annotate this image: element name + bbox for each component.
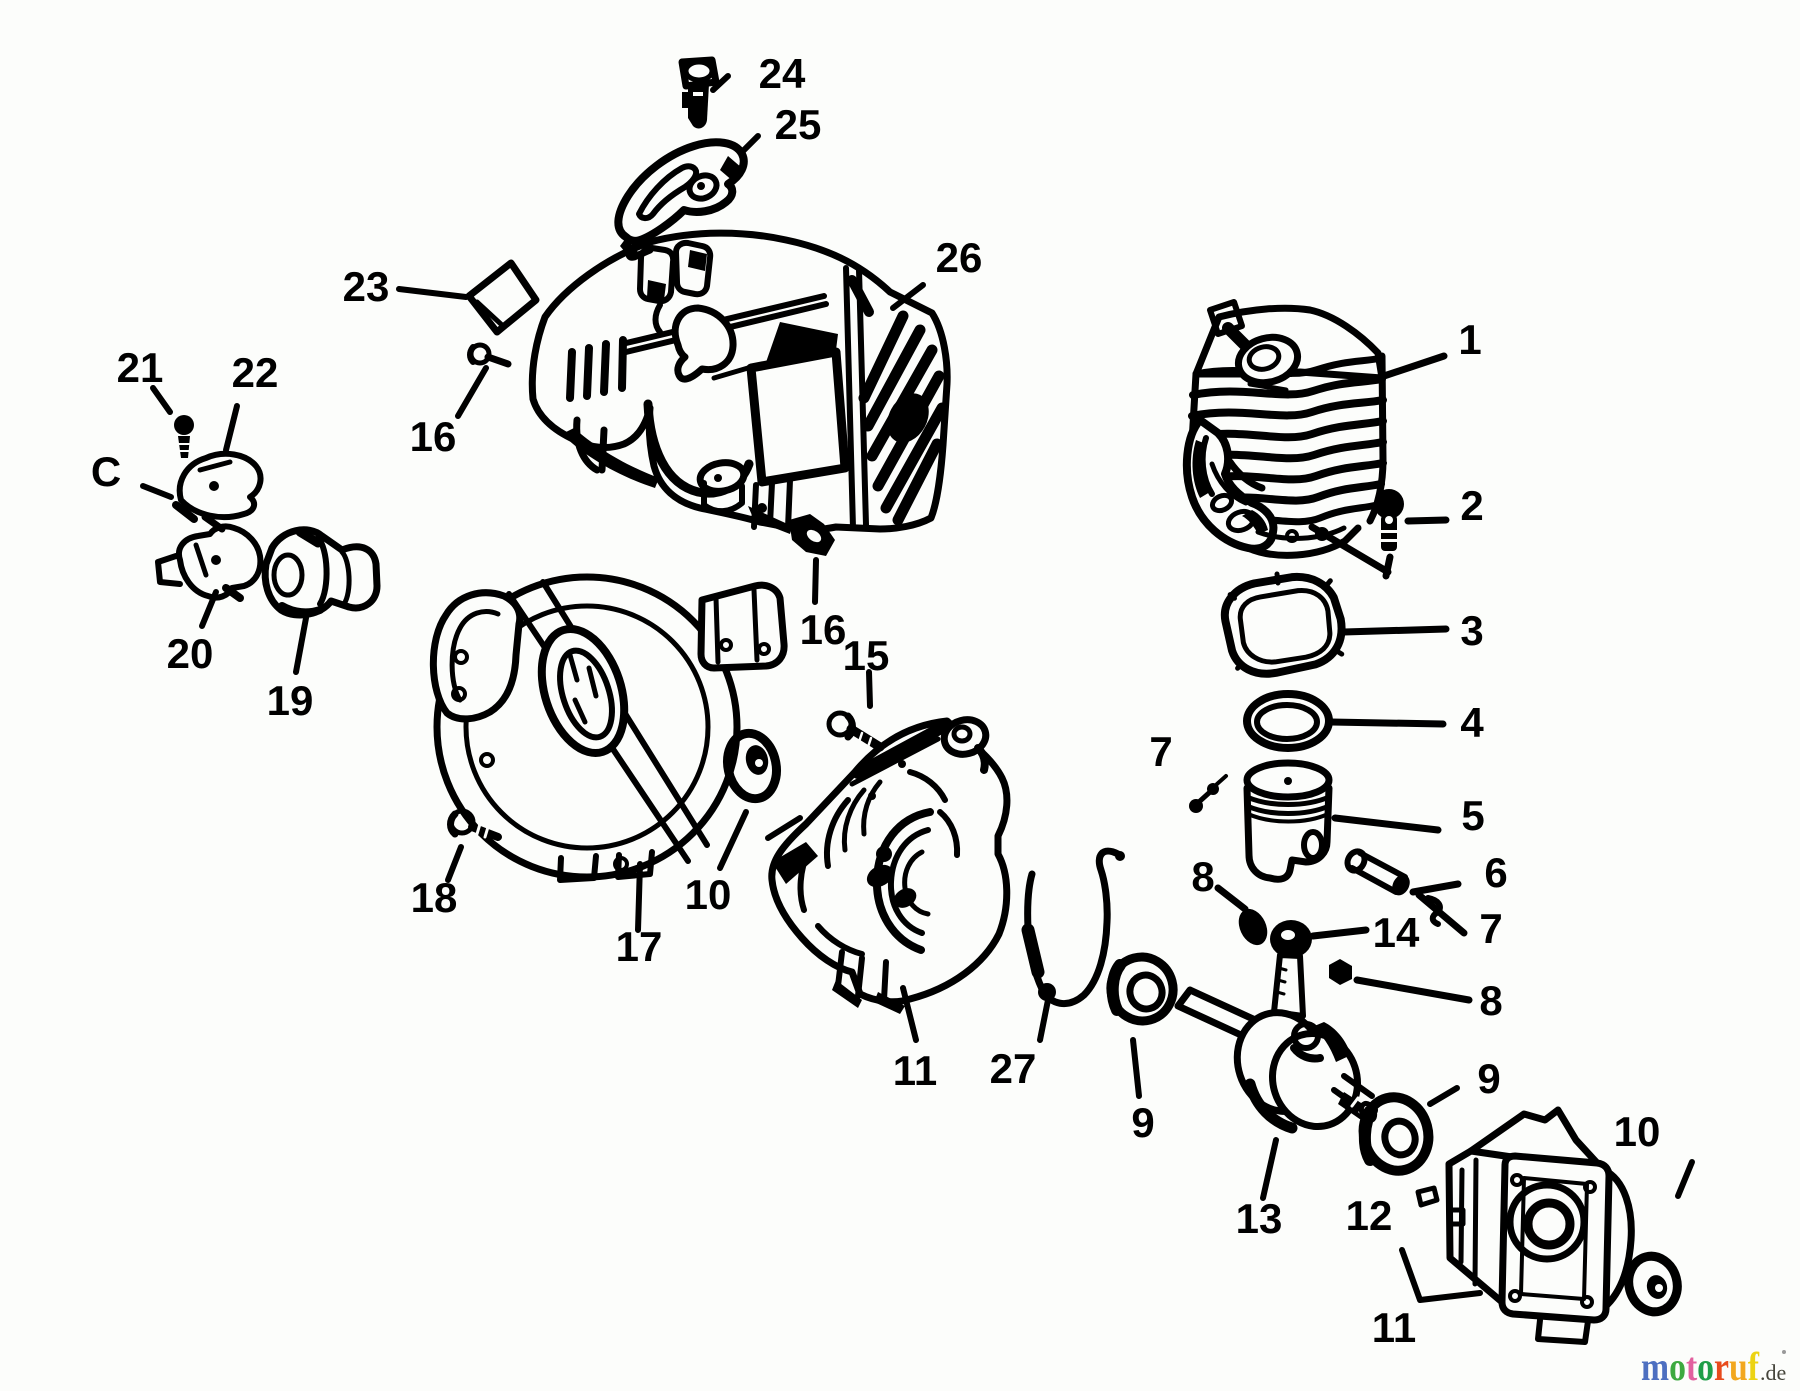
svg-text:13: 13 (1236, 1195, 1283, 1242)
svg-text:3: 3 (1460, 607, 1483, 654)
svg-text:6: 6 (1484, 849, 1507, 896)
svg-text:11: 11 (1372, 1304, 1416, 1351)
svg-text:19: 19 (267, 677, 314, 724)
svg-text:7: 7 (1479, 905, 1502, 952)
svg-text:25: 25 (775, 101, 822, 148)
svg-text:.de: .de (1760, 1360, 1786, 1385)
svg-text:16: 16 (800, 606, 847, 653)
svg-text:11: 11 (893, 1047, 937, 1094)
svg-text:1: 1 (1458, 316, 1481, 363)
svg-text:8: 8 (1191, 853, 1214, 900)
svg-text:15: 15 (843, 632, 890, 679)
svg-text:9: 9 (1131, 1099, 1154, 1146)
svg-text:27: 27 (990, 1045, 1037, 1092)
svg-text:12: 12 (1346, 1192, 1393, 1239)
svg-text:7: 7 (1149, 728, 1172, 775)
svg-text:C: C (91, 448, 121, 495)
svg-text:16: 16 (410, 413, 457, 460)
svg-text:22: 22 (232, 349, 279, 396)
svg-text:10: 10 (1614, 1108, 1661, 1155)
svg-text:4: 4 (1460, 699, 1484, 746)
svg-text:24: 24 (759, 50, 806, 97)
svg-text:14: 14 (1373, 909, 1420, 956)
svg-text:17: 17 (616, 923, 663, 970)
svg-text:motoruf: motoruf (1641, 1344, 1760, 1389)
svg-text:5: 5 (1461, 792, 1484, 839)
svg-text:20: 20 (167, 630, 214, 677)
svg-text:21: 21 (117, 344, 164, 391)
svg-text:23: 23 (343, 263, 390, 310)
svg-text:26: 26 (936, 234, 983, 281)
svg-text:18: 18 (411, 874, 458, 921)
svg-text:9: 9 (1477, 1055, 1500, 1102)
svg-text:2: 2 (1460, 482, 1483, 529)
svg-text:8: 8 (1479, 977, 1502, 1024)
svg-text:10: 10 (685, 871, 732, 918)
